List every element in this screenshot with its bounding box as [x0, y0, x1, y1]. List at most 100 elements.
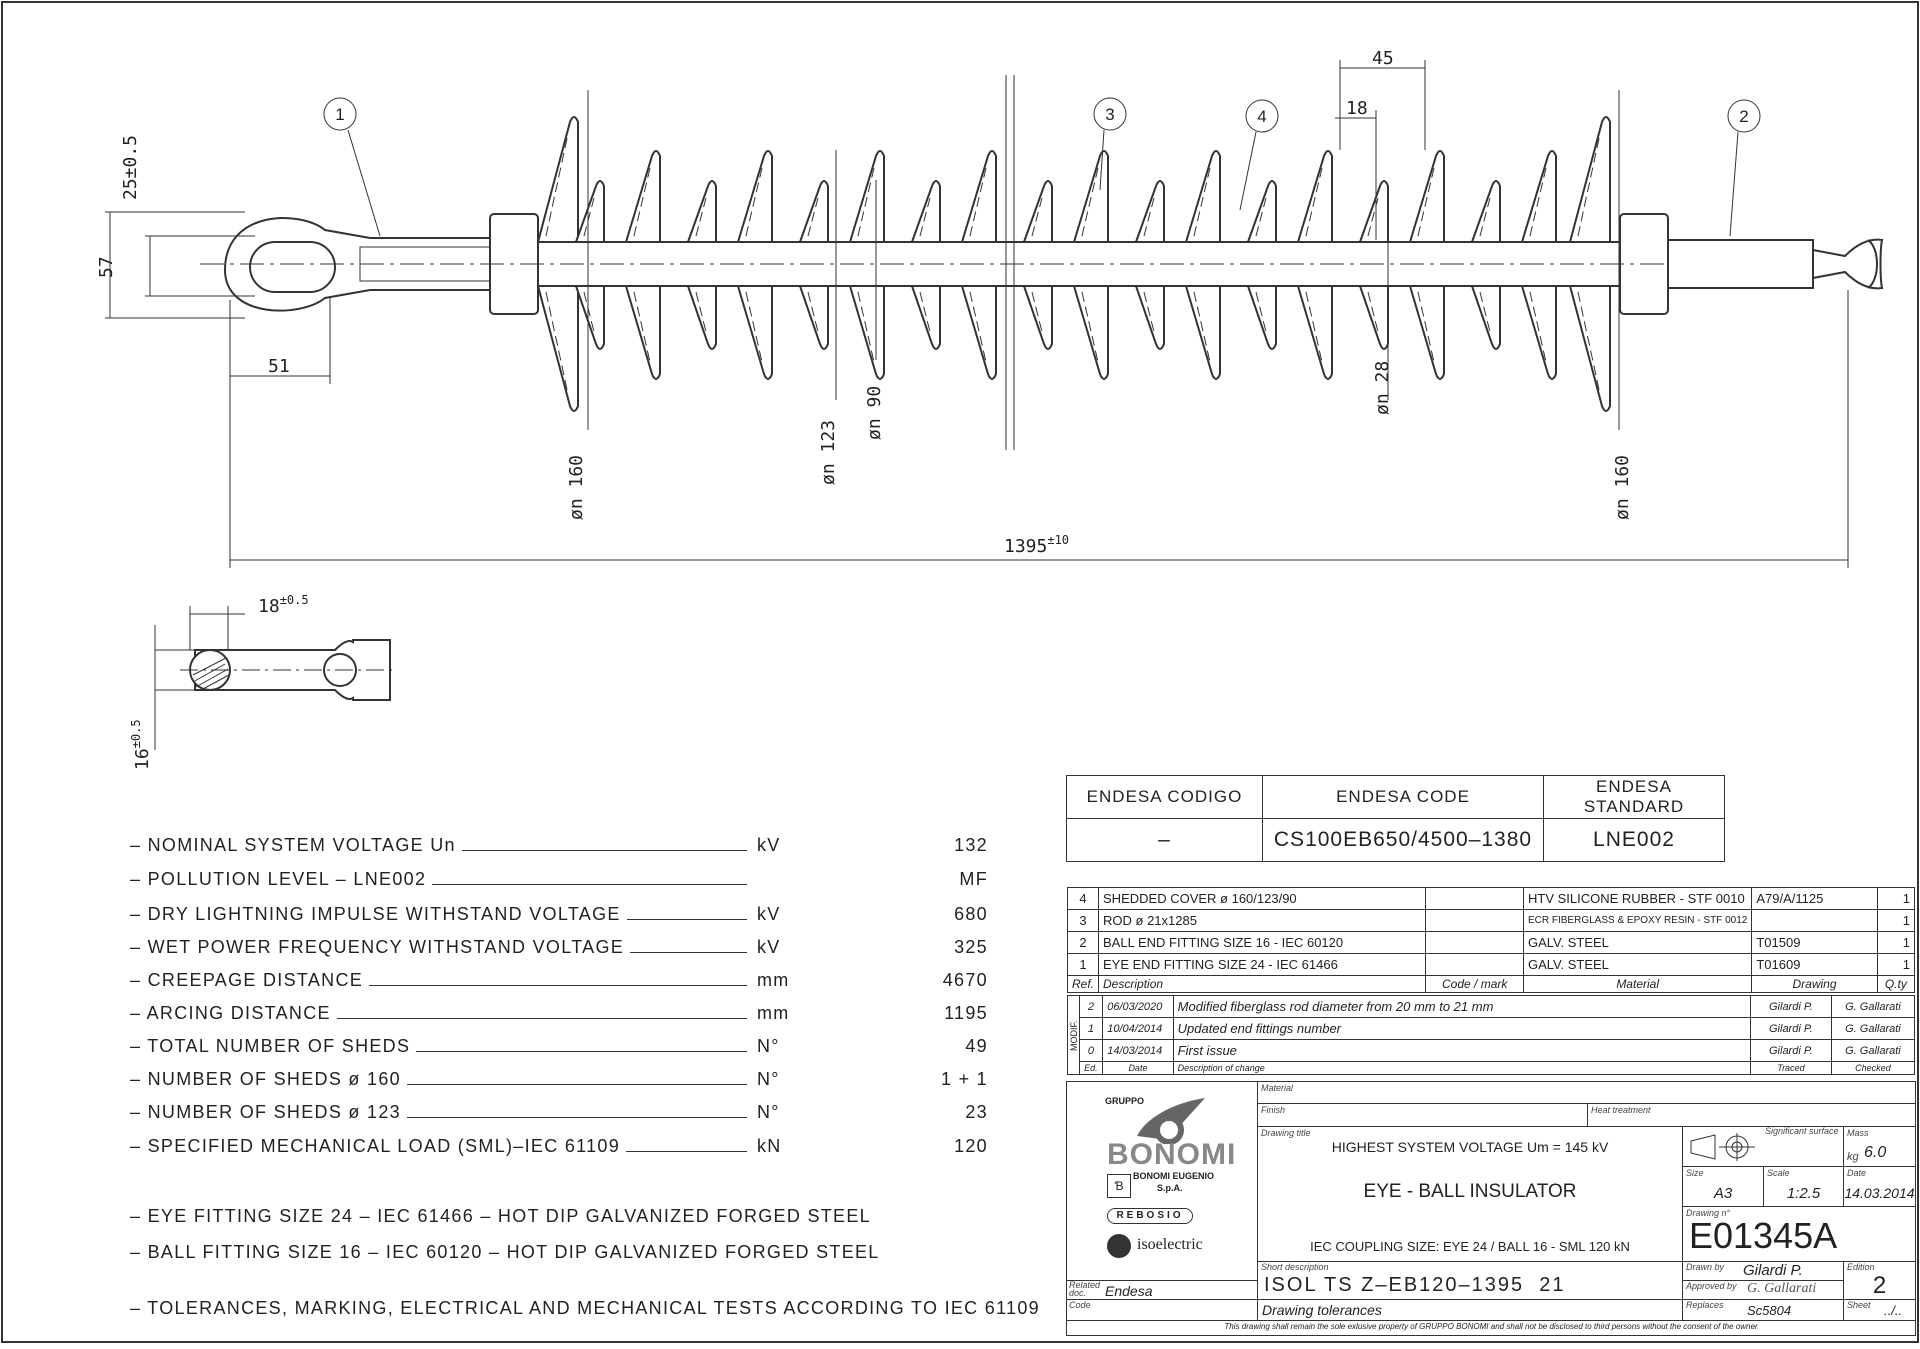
- spec-value: 4670: [942, 970, 988, 990]
- drawing-number-label: Drawing n°: [1686, 1208, 1731, 1218]
- size-label: Size: [1686, 1168, 1704, 1178]
- spec-unit: kV: [757, 904, 781, 924]
- shed-large-left: [536, 116, 579, 412]
- bom-ref: 3: [1066, 909, 1100, 932]
- spec-label: – NUMBER OF SHEDS ø 123: [130, 1102, 401, 1122]
- bom-ref: 1: [1066, 953, 1100, 976]
- spec-value: 49: [965, 1036, 988, 1056]
- surface-label: Significant surface: [1765, 1126, 1839, 1136]
- spec-unit: kN: [757, 1136, 782, 1156]
- revision-header-traced: Traced: [1749, 1061, 1832, 1075]
- shed: [624, 150, 661, 380]
- revision-description: First issue: [1172, 1039, 1751, 1062]
- bom-header-qty: Q.ty: [1876, 975, 1916, 993]
- revision-row: 1 10/04/2014 Updated end fittings number…: [1068, 1017, 1916, 1040]
- dim-shed-pitch: 45: [1372, 48, 1394, 69]
- approved-by-label: Approved by: [1686, 1281, 1737, 1291]
- ball-detail: [189, 639, 391, 701]
- bom-qty: 1: [1876, 931, 1916, 954]
- bom-row: 3 ROD ø 21x1285 ECR FIBERGLASS & EPOXY R…: [1066, 909, 1916, 932]
- modif-label: MODIF.: [1067, 995, 1080, 1075]
- revision-traced: Gilardi P.: [1749, 995, 1832, 1018]
- spec-label: – ARCING DISTANCE: [130, 1003, 331, 1023]
- bom-qty: 1: [1876, 887, 1916, 910]
- rebosio-logo: REBOSIO: [1107, 1208, 1193, 1224]
- spec-leader: [336, 1018, 747, 1019]
- bom-description: ROD ø 21x1285: [1098, 909, 1427, 932]
- bom-header-desc: Description: [1098, 975, 1427, 993]
- spec-value: 120: [954, 1136, 988, 1156]
- related-doc: Endesa: [1105, 1283, 1153, 1299]
- bom-material: GALV. STEEL: [1522, 931, 1753, 954]
- bom-code: [1425, 887, 1524, 910]
- bom-qty: 1: [1876, 909, 1916, 932]
- shed: [1134, 180, 1165, 350]
- title-line-1: HIGHEST SYSTEM VOLTAGE Um = 145 kV: [1331, 1139, 1609, 1155]
- dim-shed-thick: 18: [1346, 98, 1368, 119]
- spec-label: – DRY LIGHTNING IMPULSE WITHSTAND VOLTAG…: [130, 904, 621, 924]
- spec-label: – SPECIFIED MECHANICAL LOAD (SML)–IEC 61…: [130, 1136, 621, 1156]
- bom-table: 4 SHEDDED COVER ø 160/123/90 HTV SILICON…: [1066, 887, 1916, 993]
- short-description-label: Short description: [1261, 1262, 1329, 1272]
- company-logos: GRUPPO BONOMI Ɓ BONOMI EUGENIO S.p.A. RE…: [1067, 1082, 1258, 1280]
- dim-d90: øn 90: [864, 386, 885, 440]
- spec-leader: [406, 1117, 747, 1118]
- bom-material: HTV SILICONE RUBBER - STF 0010: [1522, 887, 1753, 910]
- spec-value: 1 + 1: [940, 1069, 988, 1089]
- bom-header-code: Code / mark: [1425, 975, 1524, 993]
- bom-drawing: T01609: [1751, 953, 1878, 976]
- sheet-label: Sheet: [1847, 1300, 1871, 1310]
- spec-label: – NUMBER OF SHEDS ø 160: [130, 1069, 401, 1089]
- gruppo-label: GRUPPO: [1105, 1096, 1145, 1106]
- spec-row: – DRY LIGHTNING IMPULSE WITHSTAND VOLTAG…: [130, 904, 1000, 926]
- revision-date: 06/03/2020: [1102, 995, 1174, 1018]
- spec-leader: [416, 1051, 747, 1052]
- bom-description: EYE END FITTING SIZE 24 - IEC 61466: [1098, 953, 1427, 976]
- shed: [910, 180, 941, 350]
- drawing-title-box: Drawing title HIGHEST SYSTEM VOLTAGE Um …: [1258, 1127, 1683, 1262]
- bom-description: BALL END FITTING SIZE 16 - IEC 60120: [1098, 931, 1427, 954]
- svg-text:4: 4: [1257, 107, 1266, 126]
- spec-leader: [630, 952, 747, 953]
- bom-header-ref: Ref.: [1066, 975, 1100, 993]
- spec-leader: [432, 884, 747, 885]
- edition-value: 2: [1872, 1272, 1887, 1299]
- dim-eye-height: 25±0.5: [120, 135, 141, 200]
- spec-label: – POLLUTION LEVEL – LNE002: [130, 869, 427, 889]
- revision-date: 14/03/2014: [1102, 1039, 1174, 1062]
- bom-description: SHEDDED COVER ø 160/123/90: [1098, 887, 1427, 910]
- revision-edition: 1: [1078, 1017, 1104, 1040]
- balloon-4: 4: [1239, 99, 1279, 211]
- revision-header-desc: Description of change: [1172, 1061, 1751, 1075]
- bom-header-drawing: Drawing: [1751, 975, 1878, 993]
- scale-value: 1:2.5: [1786, 1185, 1821, 1202]
- short-description: ISOL TS Z–EB120–1395 21: [1264, 1274, 1566, 1296]
- spec-unit: kV: [757, 835, 781, 855]
- bom-drawing: T01509: [1751, 931, 1878, 954]
- bonomi-wordmark: BONOMI: [1107, 1138, 1237, 1171]
- bonomi-logo-icon: [1137, 1098, 1205, 1144]
- balloon-1: 1: [323, 97, 381, 237]
- revision-checked: G. Gallarati: [1830, 1017, 1916, 1040]
- isoelectric-label: isoelectric: [1137, 1236, 1203, 1253]
- bom-ref: 4: [1066, 887, 1100, 910]
- spec-value: 680: [954, 904, 988, 924]
- isoelectric-icon: [1107, 1234, 1131, 1258]
- size-value: A3: [1713, 1185, 1733, 1202]
- code-label: Code: [1069, 1300, 1091, 1310]
- spec-row: – SPECIFIED MECHANICAL LOAD (SML)–IEC 61…: [130, 1136, 1000, 1158]
- endesa-code-table: ENDESA CODIGO ENDESA CODE ENDESA STANDAR…: [1066, 775, 1725, 862]
- spec-value: 23: [965, 1102, 988, 1122]
- drawn-by: Gilardi P.: [1743, 1262, 1803, 1279]
- shed: [1072, 150, 1109, 380]
- dim-length: 1395±10: [1004, 533, 1069, 557]
- mass-label: Mass: [1847, 1128, 1869, 1138]
- balloon-2: 2: [1727, 99, 1761, 237]
- revision-header-checked: Checked: [1830, 1061, 1916, 1075]
- date-label: Date: [1847, 1168, 1867, 1178]
